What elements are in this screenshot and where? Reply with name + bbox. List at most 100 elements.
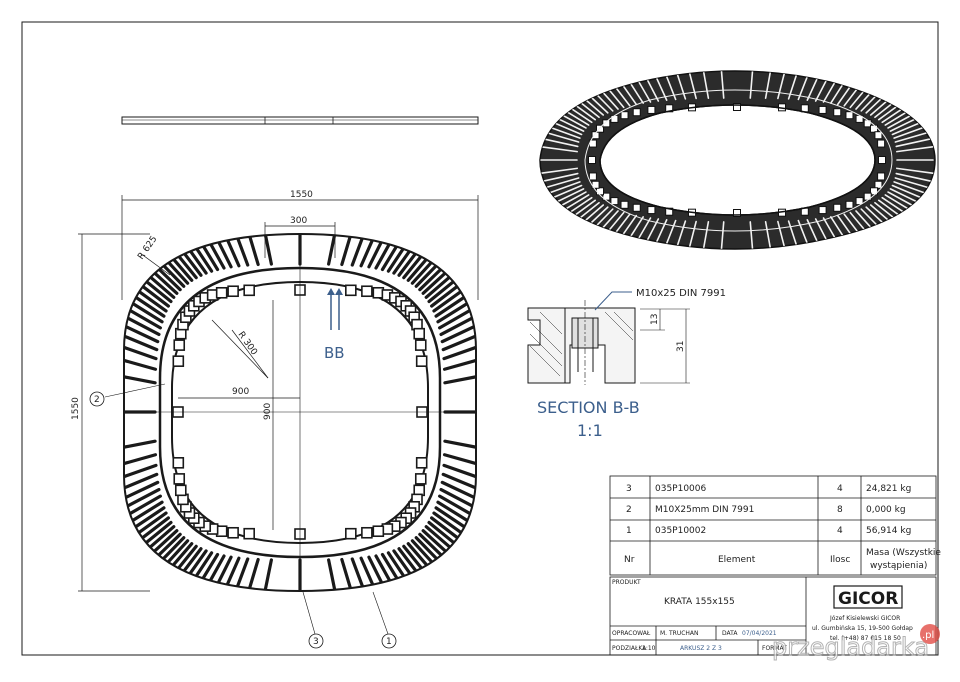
sheet-border	[21, 21, 939, 656]
section-view	[527, 291, 690, 385]
dim-inner-height: 900	[263, 403, 273, 420]
iso-slot	[777, 220, 788, 249]
grate-cell	[415, 355, 428, 367]
iso-slot	[661, 71, 677, 101]
iso-cell	[877, 172, 886, 181]
grate-slot	[327, 234, 338, 266]
iso-cell	[632, 203, 641, 212]
iso-slot	[797, 71, 813, 101]
grate-cell	[345, 527, 357, 540]
dim-inner-radius: R 300	[236, 330, 259, 357]
format-label: FORMAT	[762, 645, 787, 652]
grate-slot	[434, 292, 471, 318]
dim-overall-height: 1550	[71, 397, 81, 420]
dim-top-opening: 300	[290, 216, 307, 226]
grate-slot	[440, 480, 476, 501]
grate-slot	[262, 558, 273, 591]
iso-cell	[845, 111, 854, 120]
grate-slot	[124, 453, 158, 467]
grate-cell	[172, 457, 185, 469]
dimension-lines	[78, 195, 479, 592]
dim-inner-width: 900	[232, 387, 249, 397]
grate-slot	[124, 439, 157, 450]
iso-slot	[540, 145, 578, 153]
svg-text:GICOR: GICOR	[838, 589, 898, 609]
iso-cell	[869, 124, 878, 133]
grate-cell	[227, 526, 239, 539]
watermark: przegladarka .pl	[772, 624, 940, 662]
grate-slot	[124, 357, 158, 371]
row-1-mass: 56,914 kg	[866, 526, 911, 536]
date-label: DATA	[722, 630, 738, 637]
header-mass-1: Masa (Wszystkie	[866, 548, 941, 558]
grate-slot	[327, 558, 338, 591]
iso-cell	[588, 172, 597, 181]
svg-text:2: 2	[94, 395, 100, 405]
iso-slot	[661, 219, 677, 249]
row-2-qty: 8	[837, 505, 843, 515]
grate-slot	[438, 494, 475, 518]
iso-cell	[610, 197, 619, 206]
section-dim-13: 13	[650, 314, 660, 325]
header-element: Element	[718, 555, 756, 565]
row-3-element: 035P10006	[655, 484, 707, 494]
row-1-qty: 4	[837, 526, 843, 536]
product-name: KRATA 155x155	[664, 597, 735, 607]
grate-slot	[132, 511, 168, 538]
grate-slot	[442, 357, 476, 371]
grate-slot	[441, 333, 476, 352]
grate-slot	[438, 306, 475, 330]
grate-slot	[442, 344, 476, 361]
parts-table-rows: 3 035P10006 4 24,821 kg 2 M10X25mm DIN 7…	[624, 484, 941, 571]
title-block-text: PRODUKT KRATA 155x155 OPRACOWAŁ M. TRUCH…	[612, 579, 787, 652]
iso-slot	[894, 177, 932, 190]
grate-cell	[173, 473, 186, 485]
iso-slot	[541, 172, 579, 183]
product-label: PRODUKT	[612, 579, 641, 586]
iso-cell	[647, 206, 656, 215]
company-line-1: Józef Kisielewski GICOR	[829, 615, 900, 622]
row-3-mass: 24,821 kg	[866, 484, 911, 494]
grate-slot	[124, 374, 157, 385]
grate-slot	[124, 480, 160, 501]
iso-slot	[542, 130, 580, 143]
iso-cell	[874, 180, 883, 189]
section-dim-31: 31	[676, 341, 686, 352]
grate-slot	[124, 344, 158, 361]
iso-cell	[733, 209, 741, 217]
section-cut-marker	[327, 288, 343, 330]
iso-slot	[719, 71, 725, 99]
grate-slot	[127, 299, 164, 324]
iso-slot	[764, 71, 773, 99]
company-line-2: ul. Gumbińska 15, 19-500 Gołdap	[812, 625, 913, 632]
side-view	[121, 116, 479, 125]
grate-cell	[227, 285, 239, 298]
grate-slot	[124, 463, 158, 480]
grate-slot	[340, 557, 354, 591]
grate-slot	[124, 487, 161, 510]
row-3-qty: 4	[837, 484, 843, 494]
svg-text:3: 3	[313, 637, 319, 647]
grate-slot	[443, 439, 476, 450]
grate-isometric-view	[539, 70, 936, 250]
iso-cell	[874, 131, 883, 140]
grate-slot	[439, 314, 476, 337]
grate-slot	[442, 463, 476, 480]
grate-slot	[129, 506, 166, 532]
grate-top-view	[123, 232, 477, 593]
section-scale: 1:1	[577, 421, 603, 440]
iso-cell	[620, 111, 629, 120]
iso-slot	[540, 167, 578, 175]
iso-slot	[749, 221, 755, 249]
iso-cell	[591, 131, 600, 140]
iso-slot	[894, 130, 932, 143]
grate-cell	[415, 457, 428, 469]
row-2-nr: 2	[626, 505, 632, 515]
parts-table	[609, 475, 937, 576]
grate-slot	[246, 557, 260, 591]
grate-slot	[432, 511, 468, 538]
row-1-nr: 1	[626, 526, 632, 536]
iso-slot	[749, 71, 755, 99]
iso-cell	[596, 187, 605, 196]
